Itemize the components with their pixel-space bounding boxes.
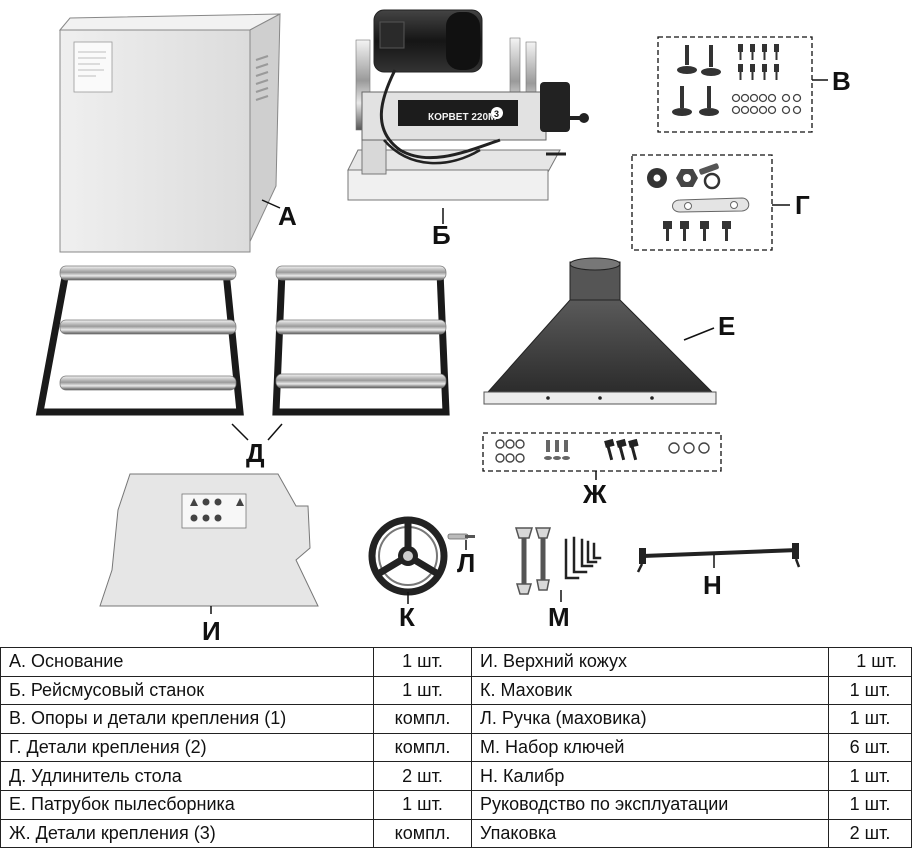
table-extension-left xyxy=(35,265,244,416)
label-i: И xyxy=(202,616,221,645)
supports-fasteners-1 xyxy=(657,36,828,133)
table-row: А. Основание 1 шт. И. Верхний кожух 1 шт… xyxy=(0,647,912,677)
table-row: Г. Детали крепления (2) компл. М. Набор … xyxy=(0,732,912,763)
label-zh: Ж xyxy=(582,479,607,509)
right-item-name: М. Набор ключей xyxy=(471,732,829,763)
dust-collector-hood xyxy=(483,257,717,405)
right-item-qty: 1 шт. xyxy=(828,704,912,734)
left-item-qty: компл. xyxy=(373,732,472,763)
fasteners-2 xyxy=(631,154,790,251)
top-cover xyxy=(99,473,319,614)
label-n: Н xyxy=(703,570,722,600)
label-l: Л xyxy=(457,548,475,578)
label-g: Г xyxy=(795,190,810,220)
label-k: К xyxy=(399,602,415,632)
planer-badge-text: 3 xyxy=(494,109,499,119)
left-item-qty: компл. xyxy=(373,818,472,849)
table-extension-right xyxy=(272,265,450,416)
left-item-name: А. Основание xyxy=(0,647,374,677)
fasteners-3 xyxy=(482,432,722,480)
right-item-name: Руководство по эксплуатации xyxy=(471,789,829,820)
left-item-name: В. Опоры и детали крепления (1) xyxy=(0,704,374,734)
left-item-name: Д. Удлинитель стола xyxy=(0,761,374,791)
left-item-name: Б. Рейсмусовый станок xyxy=(0,675,374,706)
left-item-name: Е. Патрубок пылесборника xyxy=(0,789,374,820)
table-row: Д. Удлинитель стола 2 шт. Н. Калибр 1 шт… xyxy=(0,761,912,791)
label-m: М xyxy=(548,602,570,632)
right-item-qty: 2 шт. xyxy=(828,818,912,849)
right-item-qty: 1 шт. xyxy=(828,647,912,677)
table-row: Е. Патрубок пылесборника 1 шт. Руководст… xyxy=(0,789,912,820)
label-v: В xyxy=(832,66,851,96)
right-item-qty: 1 шт. xyxy=(828,789,912,820)
left-item-qty: 2 шт. xyxy=(373,761,472,791)
left-item-name: Г. Детали крепления (2) xyxy=(0,732,374,763)
wrench-set xyxy=(514,527,602,602)
label-a: А xyxy=(278,201,297,231)
planer-brand-text: КОРВЕТ 220М xyxy=(428,112,496,123)
right-item-name: Упаковка xyxy=(471,818,829,849)
table-row: В. Опоры и детали крепления (1) компл. Л… xyxy=(0,704,912,734)
label-b: Б xyxy=(432,220,451,250)
cabinet-base xyxy=(58,13,281,253)
parts-table: А. Основание 1 шт. И. Верхний кожух 1 шт… xyxy=(0,647,912,849)
left-item-qty: 1 шт. xyxy=(373,647,472,677)
right-item-name: И. Верхний кожух xyxy=(471,647,829,677)
label-d: Д xyxy=(246,438,265,468)
left-item-name: Ж. Детали крепления (3) xyxy=(0,818,374,849)
right-item-name: К. Маховик xyxy=(471,675,829,706)
left-item-qty: 1 шт. xyxy=(373,789,472,820)
right-item-qty: 6 шт. xyxy=(828,732,912,763)
height-gauge xyxy=(636,543,801,573)
left-item-qty: 1 шт. xyxy=(373,675,472,706)
wheel-handle xyxy=(447,533,475,550)
table-row: Ж. Детали крепления (3) компл. Упаковка … xyxy=(0,818,912,849)
right-item-qty: 1 шт. xyxy=(828,761,912,791)
parts-illustration: А КОРВЕТ 220М 3 Б xyxy=(35,9,851,645)
table-row: Б. Рейсмусовый станок 1 шт. К. Маховик 1… xyxy=(0,675,912,706)
left-item-qty: компл. xyxy=(373,704,472,734)
handwheel xyxy=(368,516,448,604)
label-e: Е xyxy=(718,311,735,341)
thickness-planer: КОРВЕТ 220М 3 xyxy=(347,9,589,224)
right-item-name: Н. Калибр xyxy=(471,761,829,791)
right-item-name: Л. Ручка (маховика) xyxy=(471,704,829,734)
right-item-qty: 1 шт. xyxy=(828,675,912,706)
